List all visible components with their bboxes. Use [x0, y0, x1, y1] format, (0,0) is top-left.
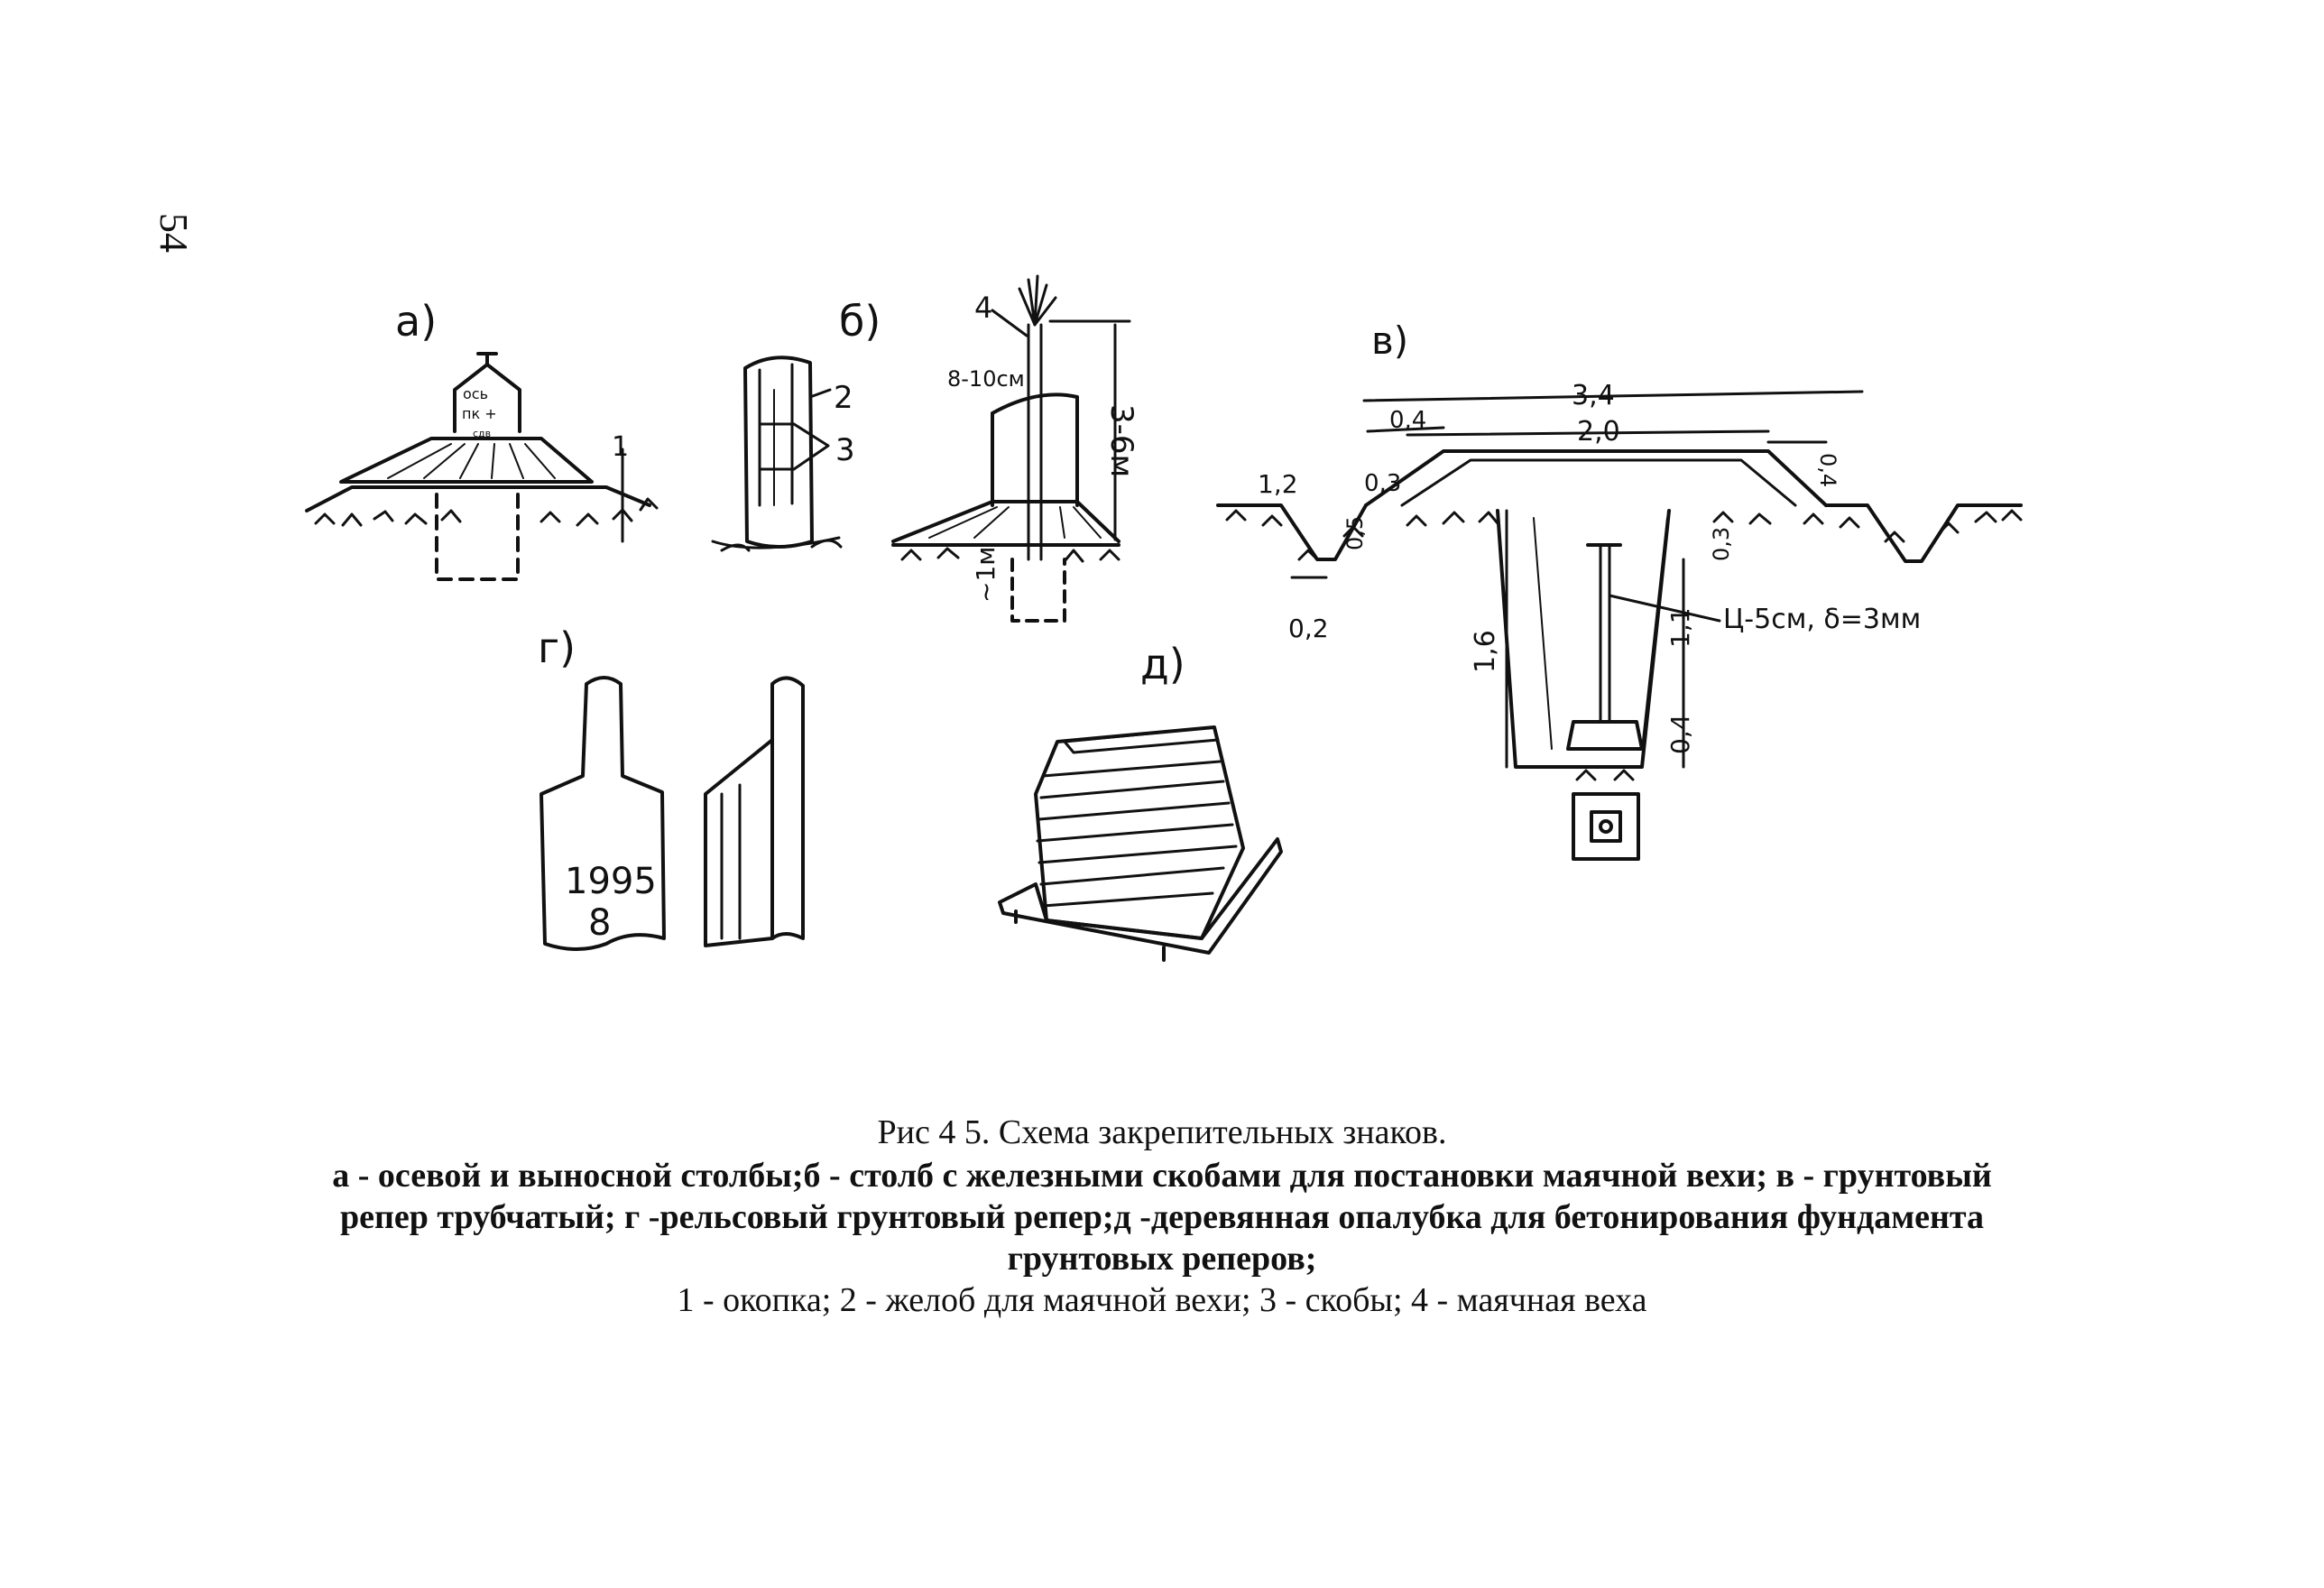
- fig-a-label: а): [395, 297, 437, 346]
- benchmark-pipe: [1599, 543, 1611, 724]
- fig-g-label: г): [538, 623, 576, 672]
- mound-v: [1364, 449, 1828, 507]
- dim-1-6: 1,6: [1470, 630, 1501, 673]
- post-with-pole: [991, 392, 1079, 507]
- figure-caption-line-3: грунтовых реперов;: [1007, 1240, 1317, 1278]
- pipe-footing: [1566, 720, 1644, 751]
- dim-3-4: [1362, 390, 1864, 402]
- figure-caption-line-1: а - осевой и выносной столбы;б - столб с…: [332, 1157, 1992, 1195]
- label-4: 4: [974, 291, 992, 325]
- dim-3-4-label: 3,4: [1572, 380, 1615, 411]
- ground-b: [711, 536, 843, 552]
- mound-b: [891, 500, 1120, 543]
- fig-v-label: в): [1371, 319, 1408, 363]
- dim-2-0-label: 2,0: [1577, 416, 1620, 448]
- post-text-sd: сдв: [473, 428, 491, 439]
- dim-0-3-left: 0,3: [1364, 470, 1401, 497]
- depth-label: ~1м: [971, 547, 1001, 603]
- post-text-pk: пк +: [462, 405, 497, 422]
- footing-plan-outer: [1572, 792, 1640, 861]
- figure-g: г) 1995 8: [538, 623, 805, 951]
- label-1: 1: [612, 431, 629, 463]
- figure-caption-line-4: 1 - окопка; 2 - желоб для маячной вехи; …: [677, 1281, 1647, 1319]
- dim-1-2: 1,2: [1258, 469, 1298, 499]
- height-label: 3-6м: [1103, 404, 1139, 477]
- groove: [758, 363, 794, 507]
- dim-0-4-bottom: 0,4: [1665, 714, 1695, 754]
- dim-0-2: 0,2: [1288, 614, 1329, 643]
- dim-0-4-right: 0,4: [1815, 453, 1840, 487]
- formwork-opening: [1063, 725, 1220, 754]
- dim-0-4-top: 0,4: [1389, 407, 1426, 434]
- fig-d-label: д): [1140, 640, 1185, 688]
- fig-b-label: б): [839, 297, 881, 346]
- mound: [339, 437, 594, 484]
- post-text-os: ось: [463, 385, 488, 402]
- figure-d: д): [998, 640, 1283, 962]
- underground-post: [435, 493, 520, 581]
- rail-front: [540, 676, 666, 951]
- gap-label: 8-10см: [947, 366, 1025, 392]
- ground-a: [305, 485, 651, 512]
- dim-2-0: [1406, 429, 1770, 437]
- dim-1-1: 1,1: [1665, 607, 1695, 648]
- rail-side-head: [770, 676, 805, 940]
- figure-v: в) 3,4 0,4 2,0 0,4 1,2 0,3 0,5 0,2: [1216, 319, 2023, 861]
- right-ditch: [1824, 503, 2023, 563]
- dim-0-3-right: 0,3: [1709, 527, 1734, 561]
- figure-a: а) ось пк + сдв 1: [305, 297, 659, 581]
- underground-pole: [1010, 558, 1066, 623]
- formwork-base: [998, 837, 1283, 955]
- rail-number: 8: [588, 902, 611, 944]
- label-3: 3: [835, 432, 855, 468]
- pipe-spec: Ц-5см, δ=3мм: [1723, 604, 1921, 635]
- figure-b-pole: 4 8-10см ~1м 3-6м: [891, 274, 1139, 623]
- label-2: 2: [834, 380, 853, 416]
- post-b: [743, 355, 814, 549]
- figure-caption-line-2: репер трубчатый; г -рельсовый грунтовый …: [340, 1198, 1984, 1236]
- rail-year: 1995: [565, 861, 657, 902]
- figure-caption-title: Рис 4 5. Схема закрепительных знаков.: [877, 1113, 1447, 1151]
- rail-side-web: [704, 738, 774, 947]
- brackets: [758, 422, 796, 471]
- marker-pole: [1027, 323, 1043, 561]
- figure-b: б) 2 3: [711, 297, 881, 552]
